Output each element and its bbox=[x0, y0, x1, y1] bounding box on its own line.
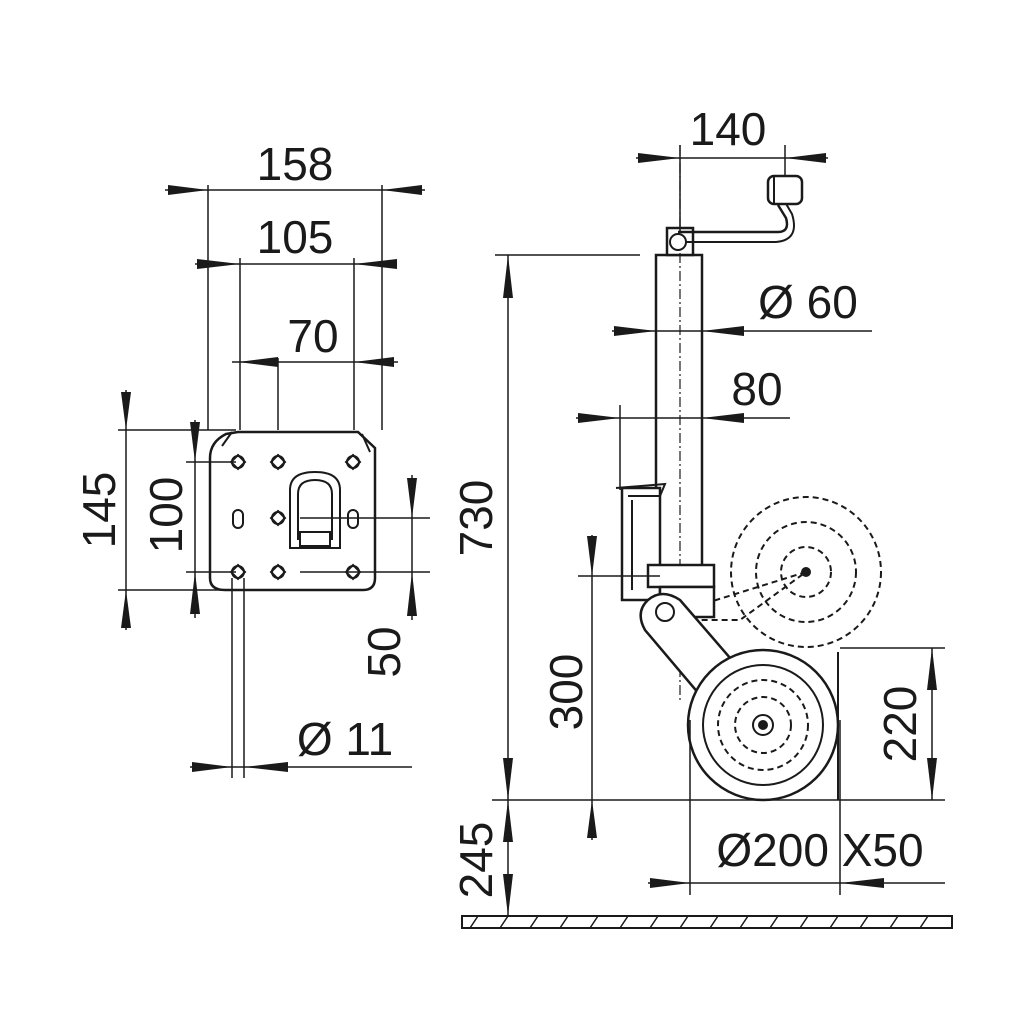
arrow bbox=[354, 357, 394, 367]
arrow bbox=[840, 878, 884, 888]
crank-arm bbox=[678, 204, 789, 234]
arrow bbox=[190, 422, 200, 462]
dim-label-220: 220 bbox=[874, 686, 926, 763]
arrow bbox=[503, 255, 513, 298]
ground-surface bbox=[461, 915, 953, 929]
arrow bbox=[927, 648, 937, 690]
main-tube bbox=[654, 253, 704, 577]
arrow bbox=[702, 326, 744, 336]
dim-label-105: 105 bbox=[257, 211, 334, 263]
dim-label-145: 145 bbox=[73, 472, 125, 549]
arrow bbox=[587, 800, 597, 838]
bolt-hole-mark bbox=[344, 563, 362, 581]
bolt-hole-mark bbox=[229, 453, 247, 471]
plate-slot-left bbox=[232, 509, 244, 529]
arrow bbox=[407, 478, 417, 518]
plate-slot-right bbox=[347, 509, 359, 529]
arrow bbox=[702, 413, 744, 423]
crank-knob bbox=[766, 174, 804, 206]
tube-opening-inner bbox=[297, 478, 333, 540]
bolt-hole-mark bbox=[269, 453, 287, 471]
arrow bbox=[192, 762, 232, 772]
arrow bbox=[785, 153, 826, 163]
arrow bbox=[168, 185, 208, 195]
arrow bbox=[503, 758, 513, 800]
arrow bbox=[503, 874, 513, 916]
arrow bbox=[927, 758, 937, 800]
arrow bbox=[382, 185, 422, 195]
arrow bbox=[190, 572, 200, 614]
bolt-hole-mark bbox=[229, 563, 247, 581]
plate-chamfer-left bbox=[221, 431, 233, 447]
arrow bbox=[614, 326, 656, 336]
clamp-top bbox=[615, 482, 667, 497]
bolt-hole-mark bbox=[269, 563, 287, 581]
mounting-plate-view: 158 105 70 145 100 50 Ø 11 bbox=[73, 138, 430, 778]
arrow bbox=[238, 357, 278, 367]
dim-label-140: 140 bbox=[690, 103, 767, 155]
dim-label-50: 50 bbox=[358, 626, 410, 677]
crank-pivot bbox=[669, 233, 687, 251]
dim-label-245: 245 bbox=[450, 822, 502, 899]
mounting-plate-outline bbox=[208, 430, 377, 592]
dim-label-wheel-size: Ø200 X50 bbox=[716, 824, 923, 876]
dim-label-300: 300 bbox=[540, 654, 592, 731]
dim-label-hole-diameter: Ø 11 bbox=[297, 713, 393, 765]
plate-chamfer-right bbox=[361, 433, 371, 453]
arrow bbox=[244, 762, 288, 772]
bolt-hole-mark bbox=[269, 509, 287, 527]
dim-label-730: 730 bbox=[450, 480, 502, 557]
crank-arm-lower bbox=[680, 201, 795, 243]
arrow bbox=[354, 259, 397, 269]
dim-label-tube-diameter: Ø 60 bbox=[758, 276, 858, 328]
arrow bbox=[121, 392, 131, 430]
fork-pivot bbox=[655, 602, 675, 622]
ground-hatch bbox=[469, 915, 929, 929]
dim-label-100: 100 bbox=[140, 477, 192, 554]
arrow bbox=[578, 413, 620, 423]
arrow bbox=[503, 800, 513, 842]
dim-label-70: 70 bbox=[287, 310, 338, 362]
arrow bbox=[650, 878, 690, 888]
arrow bbox=[197, 259, 240, 269]
dim-label-158: 158 bbox=[257, 138, 334, 190]
arrow bbox=[587, 536, 597, 576]
arrow bbox=[638, 153, 680, 163]
tube-opening bbox=[289, 470, 341, 549]
arrow bbox=[407, 572, 417, 616]
arrow bbox=[121, 590, 131, 628]
jockey-wheel-side-view: 140 Ø 60 80 730 300 220 bbox=[450, 103, 953, 929]
main-wheel bbox=[686, 648, 840, 802]
dim-label-80: 80 bbox=[731, 363, 782, 415]
tube-opening-clip bbox=[299, 531, 331, 547]
bolt-hole-mark bbox=[344, 453, 362, 471]
